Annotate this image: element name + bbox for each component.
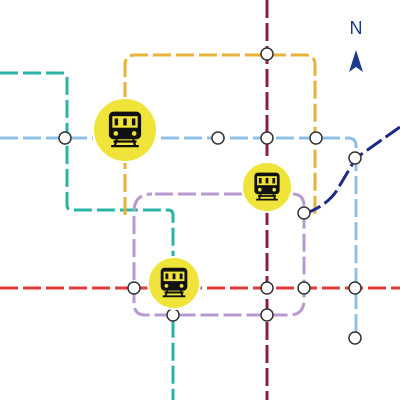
interchange-station[interactable] xyxy=(297,206,311,220)
interchange-station[interactable] xyxy=(127,281,141,295)
interchange-station[interactable] xyxy=(166,308,180,322)
interchange-station[interactable] xyxy=(348,331,362,345)
train-station[interactable] xyxy=(147,256,201,310)
interchange-station[interactable] xyxy=(260,47,274,61)
interchange-station[interactable] xyxy=(348,281,362,295)
interchange-station[interactable] xyxy=(348,151,362,165)
navy-loop-line xyxy=(132,192,306,317)
interchange-station[interactable] xyxy=(297,281,311,295)
interchange-station[interactable] xyxy=(211,131,225,145)
train-station[interactable] xyxy=(92,97,158,163)
orange-line xyxy=(123,53,317,215)
light-blue-line xyxy=(0,136,358,338)
interchange-station[interactable] xyxy=(260,131,274,145)
compass-north-label: N xyxy=(349,18,363,38)
train-icon xyxy=(159,266,189,298)
train-icon xyxy=(253,171,281,201)
interchange-station[interactable] xyxy=(309,131,323,145)
teal-line xyxy=(0,71,175,400)
interchange-station[interactable] xyxy=(58,131,72,145)
train-icon xyxy=(107,110,143,148)
north-arrow-icon xyxy=(349,50,363,72)
train-station[interactable] xyxy=(241,161,293,213)
interchange-station[interactable] xyxy=(260,308,274,322)
interchange-station[interactable] xyxy=(260,281,274,295)
